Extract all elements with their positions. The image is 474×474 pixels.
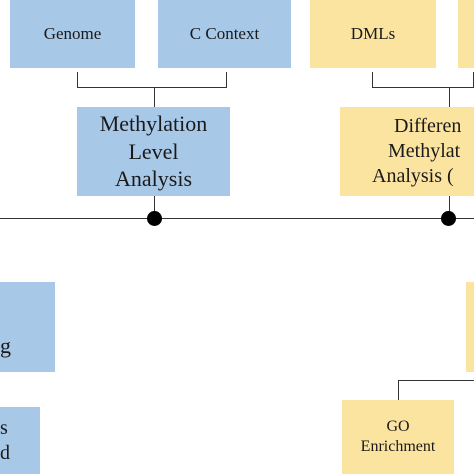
go-enrichment-box: GO Enrichment xyxy=(342,400,454,474)
methylation-level-line1: Methylation xyxy=(99,111,208,137)
c-context-box: C Context xyxy=(158,0,291,68)
bracket-right-horizontal xyxy=(372,87,474,88)
differential-methylation-analysis-box: Differen Methylat Analysis ( xyxy=(340,107,474,196)
bracket-right-stem xyxy=(449,87,450,107)
bracket-left-genome xyxy=(77,72,78,87)
timeline-node-differential xyxy=(441,211,456,226)
go-enrichment-line1: GO xyxy=(386,418,410,435)
bracket-left-context xyxy=(226,72,227,87)
partial-left-box-upper: g xyxy=(0,282,55,372)
methylation-level-line3: Analysis xyxy=(115,166,192,192)
differential-line2: Methylat xyxy=(388,140,461,162)
stem-differential-to-timeline xyxy=(449,196,450,218)
partial-left-lower-line2: d xyxy=(0,441,10,464)
bracket-go-horizontal xyxy=(398,380,474,381)
genome-box: Genome xyxy=(10,0,135,68)
bracket-left-horizontal xyxy=(77,87,227,88)
stem-go-enrichment xyxy=(398,380,399,400)
dmls-label: DMLs xyxy=(350,24,396,44)
methylation-level-analysis-box: Methylation Level Analysis xyxy=(77,107,230,196)
c-context-label: C Context xyxy=(189,24,260,44)
partial-left-upper-label: g xyxy=(0,333,11,359)
dmls-box: DMLs xyxy=(310,0,436,68)
timeline xyxy=(0,218,474,219)
partial-left-lower-line1: s xyxy=(0,416,8,439)
timeline-node-methylation xyxy=(147,211,162,226)
partial-left-box-lower: s d xyxy=(0,407,40,474)
differential-line1: Differen xyxy=(394,115,462,137)
methylation-level-line2: Level xyxy=(128,138,179,164)
bracket-right-dmls xyxy=(372,72,373,87)
partial-right-box-middle xyxy=(466,282,474,372)
partial-top-right-box xyxy=(458,0,474,68)
genome-label: Genome xyxy=(43,24,102,44)
bracket-left-stem xyxy=(154,87,155,107)
differential-line3: Analysis ( xyxy=(372,165,454,187)
stem-methylation-to-timeline xyxy=(154,196,155,218)
go-enrichment-line2: Enrichment xyxy=(360,438,436,455)
